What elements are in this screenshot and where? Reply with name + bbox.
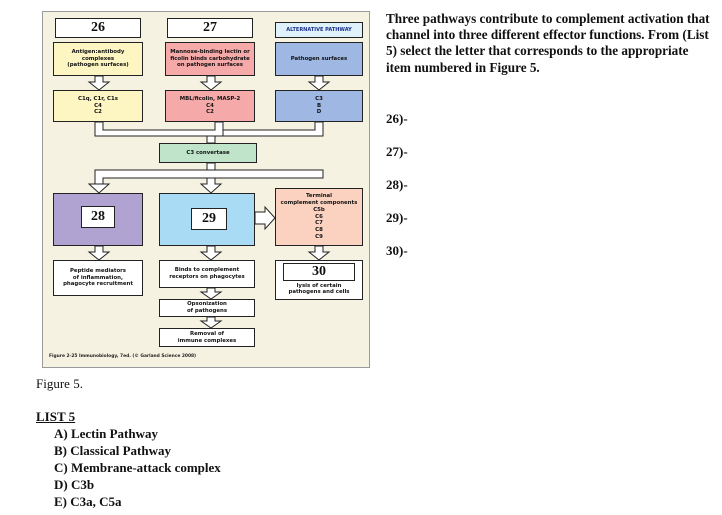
alternative-components-box: C3 B D: [275, 90, 363, 122]
answer-30: 30)-: [386, 243, 408, 258]
answer-26: 26)-: [386, 111, 408, 126]
pathogen-surfaces-box: Pathogen surfaces: [275, 42, 363, 76]
opsonization-box: Opsonization of pathogens: [159, 299, 255, 317]
list-item-e: E) C3a, C5a: [54, 494, 122, 509]
answer-27: 27)-: [386, 144, 408, 159]
arrow-pathogen-down: [307, 75, 331, 91]
arrow-28-down: [87, 245, 111, 261]
arrow-antigen-down: [87, 75, 111, 91]
lectin-components-box: MBL/ficolin, MASP-2 C4 C2: [165, 90, 255, 122]
answer-29: 29)-: [386, 210, 408, 225]
stem-to-convertase: [206, 135, 216, 144]
question-text: Three pathways contribute to complement …: [386, 11, 710, 75]
removal-box: Removal of immune complexes: [159, 328, 255, 347]
list-item-a: A) Lectin Pathway: [54, 426, 158, 441]
label-30: 30: [283, 263, 355, 281]
arrow-opsonization-down: [199, 316, 223, 329]
binds-receptors-box: Binds to complement receptors on phagocy…: [159, 260, 255, 288]
antigen-antibody-box: Antigen:antibody complexes (pathogen sur…: [53, 42, 143, 76]
terminal-components-box: Terminal complement components C5b C6 C7…: [275, 188, 363, 246]
arrow-29-to-terminal: [254, 205, 276, 231]
label-27: 27: [167, 18, 253, 38]
c3-convertase-box: C3 convertase: [159, 143, 257, 163]
figure-caption: Figure 2-25 Immunobiology, 7ed. (© Garla…: [49, 354, 197, 359]
classical-components-box: C1q, C1r, C1s C4 C2: [53, 90, 143, 122]
answer-28: 28)-: [386, 177, 408, 192]
list-item-c: C) Membrane-attack complex: [54, 460, 221, 475]
label-29: 29: [191, 208, 227, 230]
arrow-29-down: [199, 245, 223, 261]
peptide-mediators-box: Peptide mediators of inflammation, phago…: [53, 260, 143, 296]
join-classical-lectin: [94, 121, 224, 137]
list-title: LIST 5: [36, 409, 76, 424]
figure-label: Figure 5.: [36, 376, 83, 391]
alternative-pathway-header: ALTERNATIVE PATHWAY: [275, 22, 363, 38]
arrow-to-28: [87, 183, 111, 194]
arrow-binds-down: [199, 287, 223, 300]
arrow-terminal-down: [307, 245, 331, 261]
arrow-to-29: [199, 177, 223, 194]
join-alternative: [222, 121, 324, 137]
list-item-d: D) C3b: [54, 477, 95, 492]
arrow-mannose-down: [199, 75, 223, 91]
list-item-b: B) Classical Pathway: [54, 443, 171, 458]
complement-pathway-figure: 26 27 ALTERNATIVE PATHWAY Antigen:antibo…: [42, 11, 370, 368]
label-26: 26: [55, 18, 141, 38]
label-28: 28: [81, 206, 115, 228]
stem-from-convertase: [206, 162, 216, 171]
connector-lines: [87, 75, 331, 329]
mannose-binding-box: Mannose-binding lectin or ficolin binds …: [165, 42, 255, 76]
